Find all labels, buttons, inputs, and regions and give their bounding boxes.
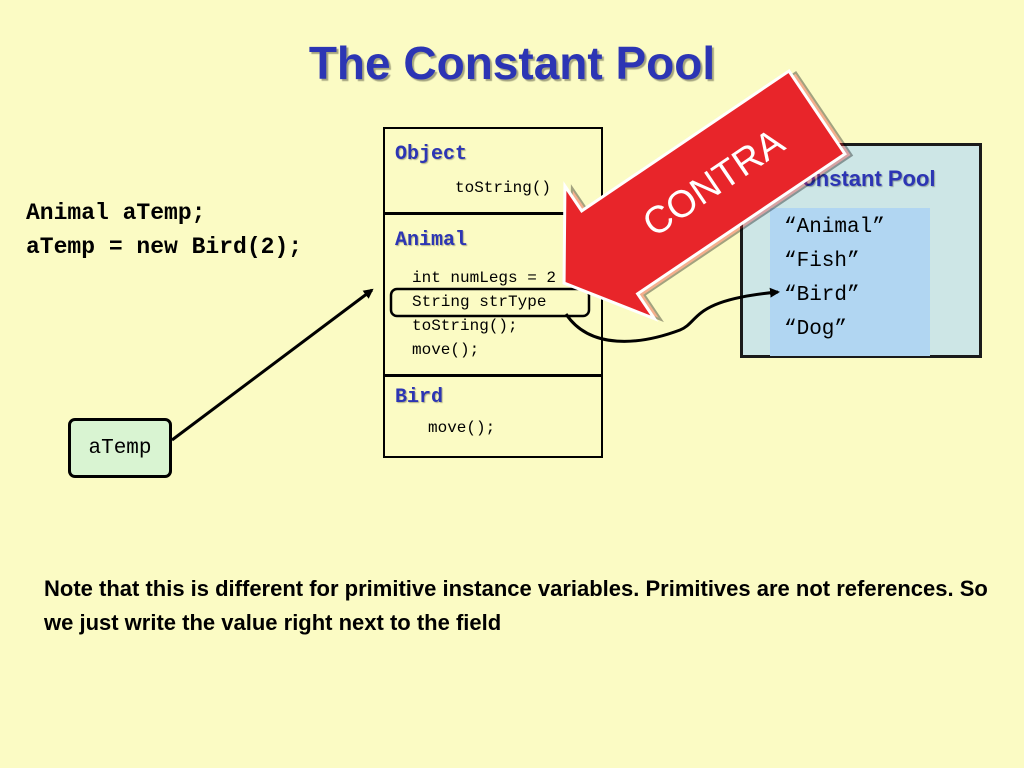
pool-item-animal: “Animal” <box>784 216 885 239</box>
code-line-assignment: aTemp = new Bird(2); <box>26 234 303 260</box>
pool-item-fish: “Fish” <box>784 250 860 273</box>
animal-member-numlegs: int numLegs = 2 <box>412 269 557 287</box>
pool-item-dog: “Dog” <box>784 318 848 341</box>
class-name-object: Object <box>395 143 468 166</box>
pool-item-bird: “Bird” <box>784 284 860 307</box>
class-divider <box>385 374 601 377</box>
constant-pool-list: “Animal” “Fish” “Bird” “Dog” <box>770 208 930 356</box>
class-name-bird: Bird <box>395 386 444 409</box>
variable-atemp-box: aTemp <box>68 418 172 478</box>
contra-arrow: CONTRA <box>562 68 854 323</box>
strtype-to-bird-arrow <box>564 287 780 343</box>
animal-member-tostring: toString(); <box>412 317 518 335</box>
animal-member-move: move(); <box>412 341 480 359</box>
animal-member-strtype: String strType <box>412 293 547 311</box>
strtype-highlight <box>389 287 591 318</box>
reference-arrow <box>171 288 374 442</box>
code-line-declaration: Animal aTemp; <box>26 200 206 226</box>
bird-member-move: move(); <box>428 419 496 437</box>
note-text: Note that this is different for primitiv… <box>44 576 988 635</box>
constant-pool-box: Constant Pool “Animal” “Fish” “Bird” “Do… <box>740 143 982 358</box>
class-divider <box>385 212 601 215</box>
class-name-animal: Animal <box>395 229 468 252</box>
slide-title: The Constant Pool <box>308 37 716 89</box>
object-member-tostring: toString() <box>455 179 552 197</box>
